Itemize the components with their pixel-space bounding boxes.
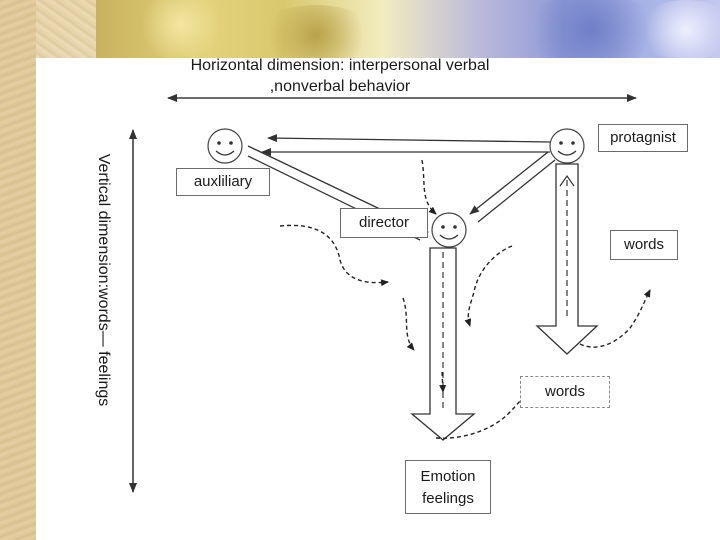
protagonist-label: protagnist	[598, 124, 688, 152]
auxiliary-label: auxliliary	[176, 168, 270, 196]
smiley-face-icon	[549, 128, 585, 164]
arrow-protagonist-director	[469, 151, 556, 223]
emotion-line-1: Emotion	[420, 468, 476, 485]
words-label-center: words	[520, 376, 610, 408]
background-strip	[0, 0, 36, 540]
vertical-axis-label: Vertical dimension:words— feelings	[95, 153, 112, 407]
smiley-face-icon	[207, 128, 243, 164]
director-down-arrow	[410, 247, 476, 441]
title-line-1: Horizontal dimension: interpersonal verb…	[190, 57, 490, 74]
dashed-flow-arrows	[279, 159, 651, 439]
title-line-2: ,nonverbal behavior	[269, 78, 411, 95]
protagonist-down-arrow	[535, 163, 599, 355]
emotion-line-2: feelings	[422, 490, 474, 507]
arrow-protagonist-to-auxiliary	[261, 134, 551, 156]
page-title: Horizontal dimension: interpersonal verb…	[170, 55, 510, 97]
decorative-banner	[96, 0, 720, 58]
emotion-feelings-label: Emotion feelings	[405, 460, 491, 514]
director-label: director	[340, 208, 428, 238]
smiley-face-icon	[431, 212, 467, 248]
words-label-right: words	[610, 230, 678, 260]
